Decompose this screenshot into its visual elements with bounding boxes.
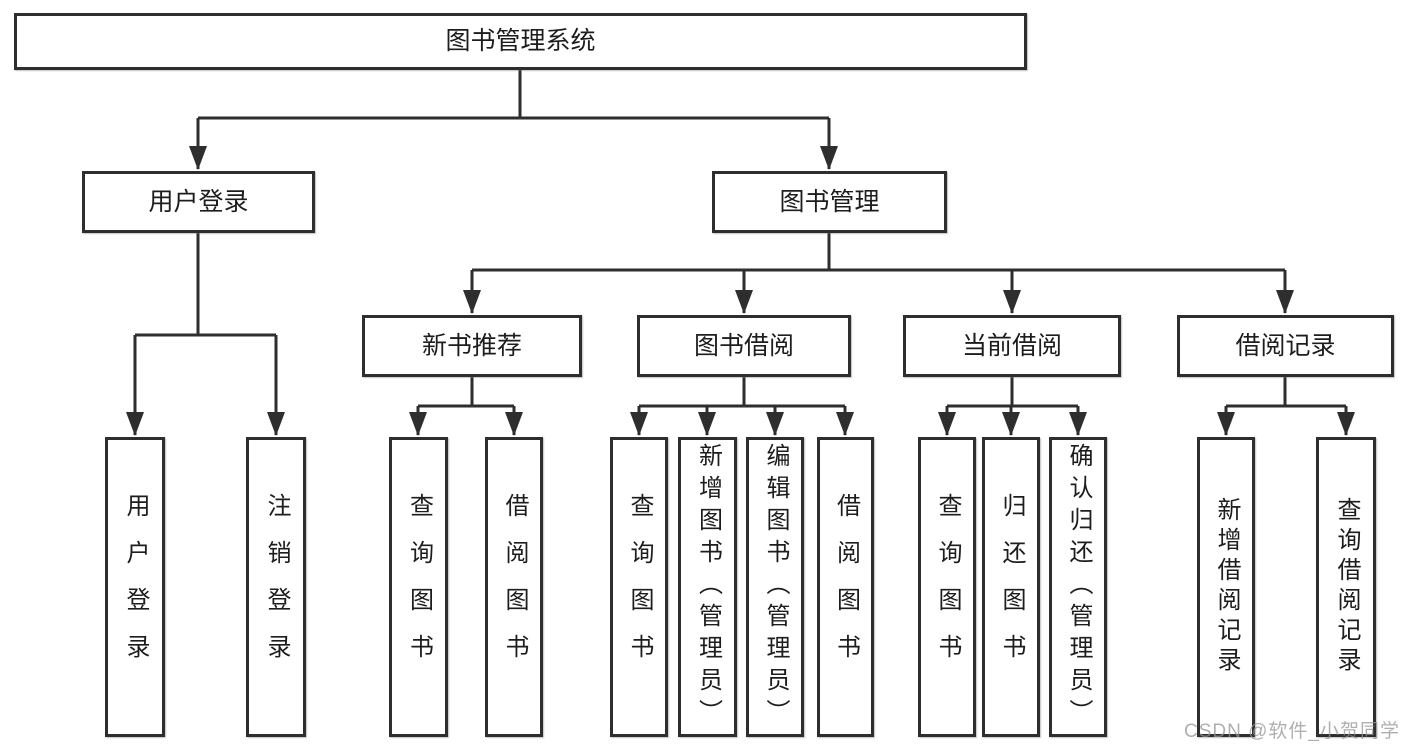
leaf-borrow-borrow-book-label: 借阅图书 — [832, 493, 860, 681]
leaf-newrec-borrow-book: 借阅图书 — [485, 437, 543, 737]
connector-user-login — [135, 233, 276, 337]
leaf-user-login: 用户登录 — [105, 437, 165, 737]
csdn-watermark: CSDN @软件_小贺同学 — [1184, 721, 1400, 742]
leaf-record-query-label: 查询借阅记录 — [1333, 497, 1360, 677]
leaf-current-return-book: 归还图书 — [982, 437, 1040, 737]
leaf-current-query-book: 查询图书 — [918, 437, 976, 737]
leaf-newrec-query-book: 查询图书 — [389, 437, 448, 737]
leaf-borrow-edit-book-label: 编辑图书（管理员） — [762, 443, 789, 731]
leaf-logout-label: 注销登录 — [263, 493, 290, 681]
connector-new-book — [418, 377, 514, 408]
leaf-current-confirm-return-label: 确认归还（管理员） — [1065, 443, 1092, 731]
node-root: 图书管理系统 — [14, 13, 1027, 70]
leaf-borrow-edit-book: 编辑图书（管理员） — [746, 437, 804, 737]
leaf-newrec-borrow-book-label: 借阅图书 — [501, 493, 528, 681]
node-user-login: 用户登录 — [82, 171, 315, 233]
leaf-borrow-query-book: 查询图书 — [610, 437, 668, 737]
leaf-borrow-borrow-book: 借阅图书 — [817, 437, 874, 737]
connector-current-borrow — [947, 377, 1078, 408]
node-book-mgmt-label: 图书管理 — [779, 187, 880, 216]
leaf-record-add-label: 新增借阅记录 — [1213, 497, 1240, 677]
leaf-record-query: 查询借阅记录 — [1316, 437, 1376, 737]
leaf-borrow-add-book-label: 新增图书（管理员） — [694, 443, 722, 731]
leaf-logout: 注销登录 — [246, 437, 306, 737]
node-borrow-record: 借阅记录 — [1177, 315, 1394, 377]
leaf-newrec-query-book-label: 查询图书 — [405, 493, 433, 681]
node-user-login-label: 用户登录 — [148, 187, 249, 216]
node-borrow-record-label: 借阅记录 — [1235, 331, 1336, 360]
leaf-borrow-add-book: 新增图书（管理员） — [678, 437, 737, 737]
connector-book-mgmt — [472, 233, 1285, 272]
node-book-borrow: 图书借阅 — [637, 315, 851, 377]
leaf-current-return-book-label: 归还图书 — [998, 493, 1025, 681]
node-root-label: 图书管理系统 — [445, 27, 596, 55]
leaf-record-add: 新增借阅记录 — [1197, 437, 1255, 737]
node-new-book-rec: 新书推荐 — [362, 315, 582, 377]
connector-book-borrow — [639, 377, 845, 408]
leaf-borrow-query-book-label: 查询图书 — [626, 493, 653, 681]
node-current-borrow: 当前借阅 — [903, 315, 1121, 377]
leaf-current-confirm-return: 确认归还（管理员） — [1049, 437, 1107, 737]
node-book-mgmt: 图书管理 — [712, 171, 947, 233]
node-current-borrow-label: 当前借阅 — [961, 331, 1062, 360]
leaf-user-login-label: 用户登录 — [122, 493, 149, 681]
node-book-borrow-label: 图书借阅 — [693, 331, 794, 360]
connector-borrow-record — [1226, 377, 1346, 408]
connector-root — [198, 70, 829, 120]
node-new-book-rec-label: 新书推荐 — [421, 331, 522, 360]
leaf-current-query-book-label: 查询图书 — [934, 493, 961, 681]
